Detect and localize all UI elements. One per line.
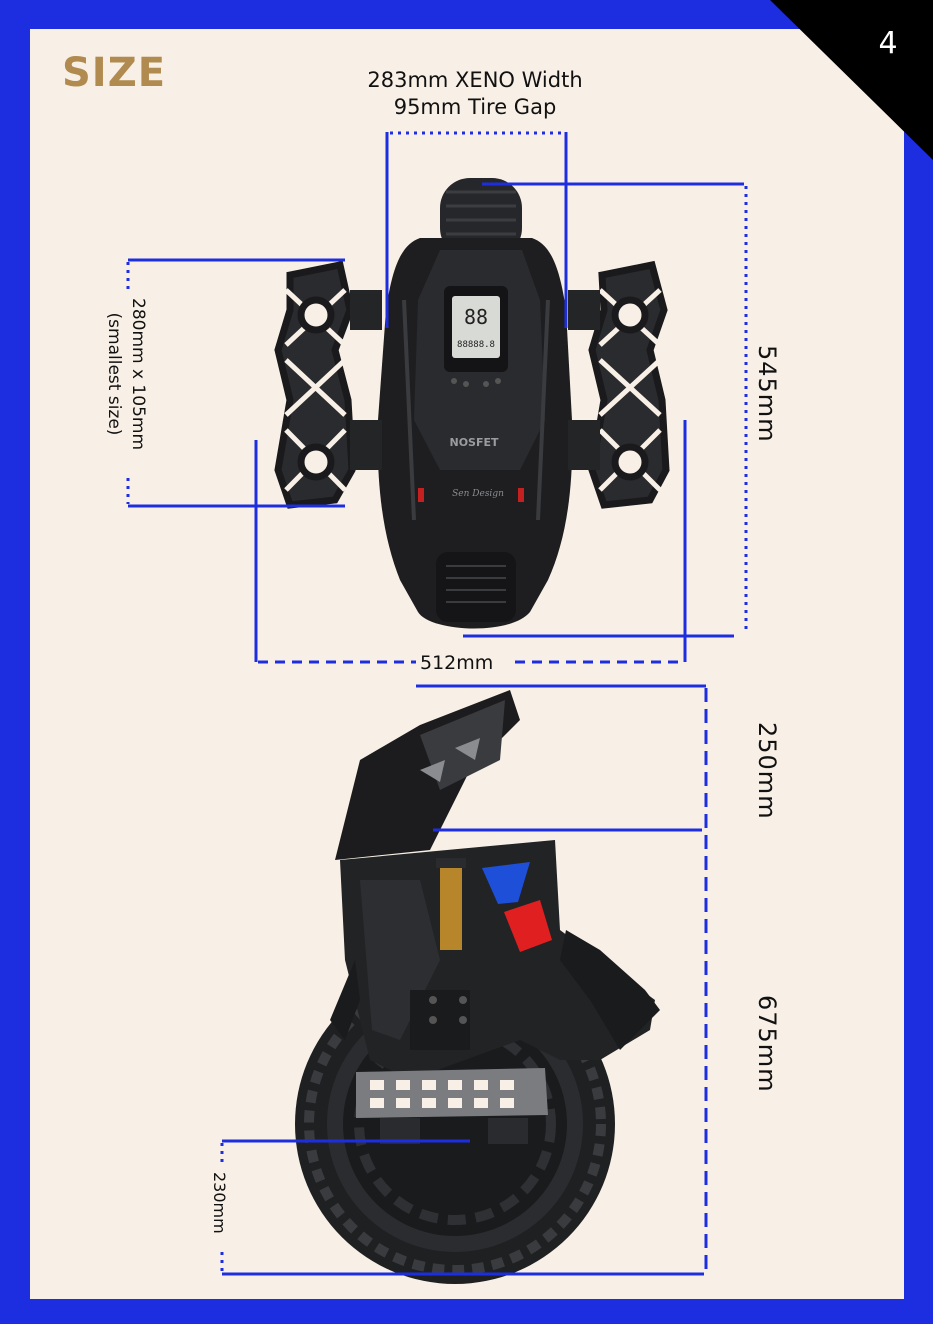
tire-gap-text: 95mm Tire Gap	[330, 94, 620, 121]
signature-mark: Sen Design	[452, 489, 504, 499]
pedal-size-note: (smallest size)	[102, 298, 126, 450]
pedal-size-text: 280mm x 105mm	[126, 298, 150, 450]
top-view-right-pedal	[568, 265, 666, 505]
logo-mark: NOSFET	[449, 436, 499, 449]
top-view-left-pedal	[278, 265, 382, 505]
xeno-width-text: 283mm XENO Width	[330, 67, 620, 94]
overall-width-label: 512mm	[420, 652, 493, 674]
upper-height-label: 250mm	[753, 722, 781, 820]
pedal-size-label: 280mm x 105mm (smallest size)	[102, 298, 150, 450]
top-length-label: 545mm	[753, 345, 781, 443]
top-view-wheel: 88 88888.8 NOSFET Sen Design	[378, 178, 573, 629]
top-width-label: 283mm XENO Width 95mm Tire Gap	[330, 67, 620, 121]
pedal-height-label: 230mm	[210, 1172, 229, 1234]
side-view-body	[330, 690, 660, 1080]
display-odometer: 88888.8	[457, 340, 495, 350]
total-height-label: 675mm	[753, 995, 781, 1093]
display-digits: 88	[464, 305, 488, 329]
